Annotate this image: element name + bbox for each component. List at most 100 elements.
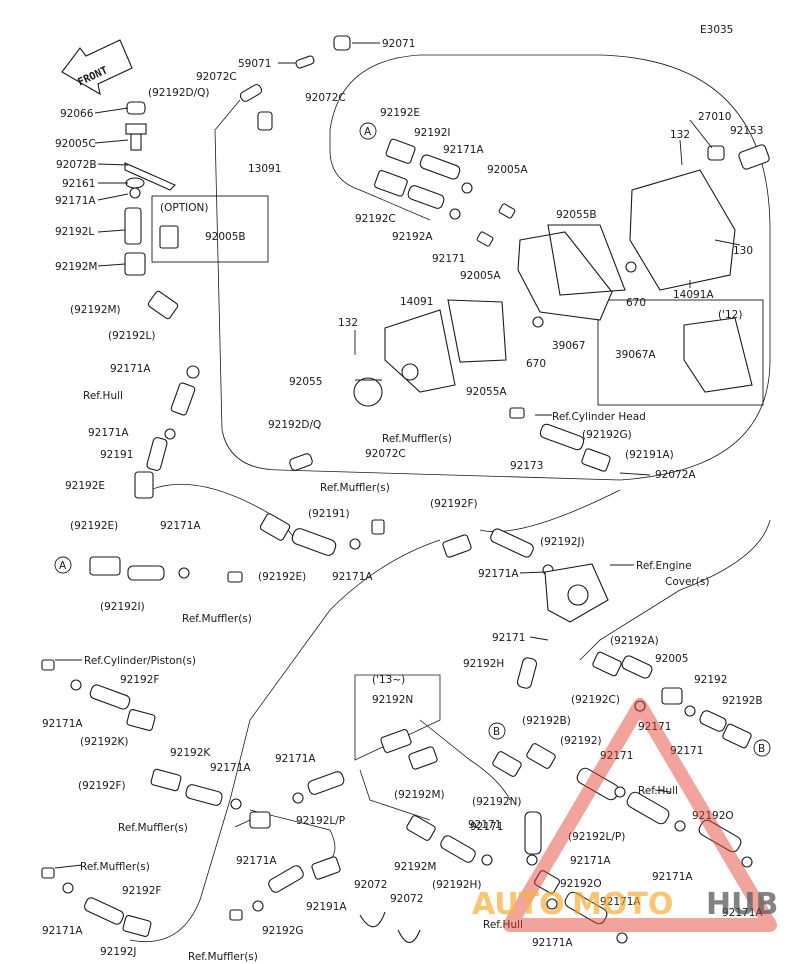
marker-b-mid: B xyxy=(493,726,500,738)
label-92171a-3: 92171A xyxy=(110,363,151,375)
label-92192i-1: 92192I xyxy=(414,127,451,139)
year-12-box xyxy=(597,299,764,406)
label-92171a-13: 92171A xyxy=(600,896,641,908)
label-92192g-1: (92192G) xyxy=(582,429,632,441)
label-92005b: 92005B xyxy=(205,231,246,243)
marker-circles: A A B B xyxy=(54,122,771,757)
label-92192l-1: 92192L xyxy=(55,226,94,238)
label-92055b: 92055B xyxy=(556,209,597,221)
year-12-label: ('12) xyxy=(718,309,742,321)
label-92192c-1: 92192C xyxy=(355,213,396,225)
label-92173: 92173 xyxy=(510,460,543,472)
label-92072c-a: 92072C xyxy=(196,71,237,83)
label-92192-2: (92192) xyxy=(560,735,602,747)
leader-lines xyxy=(54,42,741,869)
label-92072-2: 92072 xyxy=(390,893,423,905)
label-92192o-1: 92192O xyxy=(692,810,734,822)
label-92171a-4: 92171A xyxy=(88,427,129,439)
label-92191a-1: (92191A) xyxy=(625,449,674,461)
label-92005a-1: 92005A xyxy=(487,164,528,176)
marker-a-top: A xyxy=(364,126,372,138)
label-92171a-7: 92171A xyxy=(478,568,519,580)
label-92192j-2: 92192J xyxy=(100,946,137,958)
label-92005c: 92005C xyxy=(55,138,96,150)
label-670-1: 670 xyxy=(626,297,646,309)
year-13-label: ('13~) xyxy=(372,674,405,686)
label-92192j-1: (92192J) xyxy=(540,536,585,548)
label-39067a: 39067A xyxy=(615,349,656,361)
marker-a-left: A xyxy=(59,560,67,572)
label-92171a-10: 92171A xyxy=(275,753,316,765)
label-27010: 27010 xyxy=(698,111,731,123)
watermark-auto: AUTO xyxy=(472,887,565,922)
label-92192n-2: (92192N) xyxy=(472,796,521,808)
ref-hull-3: Ref.Hull xyxy=(483,919,523,931)
label-92192lp-1: 92192L/P xyxy=(296,815,345,827)
ref-muffler-3: Ref.Muffler(s) xyxy=(182,613,252,625)
label-92192m-2: (92192M) xyxy=(70,304,121,316)
cover-assembly-12 xyxy=(683,317,753,393)
label-92055: 92055 xyxy=(289,376,322,388)
front-arrow: FRONT xyxy=(61,39,133,96)
label-132-1: 132 xyxy=(670,129,690,141)
label-92192e-4: (92192E) xyxy=(258,571,306,583)
label-92171a-5: 92171A xyxy=(160,520,201,532)
label-92192k-1: (92192K) xyxy=(80,736,128,748)
cover-assembly-right xyxy=(517,144,770,328)
option-box-label: (OPTION) xyxy=(160,202,208,214)
label-92171-2: 92171 xyxy=(492,632,525,644)
label-92192m-4: 92192M xyxy=(394,861,436,873)
label-92192f-3: (92192F) xyxy=(78,780,126,792)
label-92192e-2: 92192E xyxy=(65,480,105,492)
label-92171-1: 92171 xyxy=(432,253,465,265)
ref-cylinder-head: Ref.Cylinder Head xyxy=(552,411,646,423)
label-92005: 92005 xyxy=(655,653,688,665)
ref-muffler-5: Ref.Muffler(s) xyxy=(80,861,150,873)
label-92191-1: 92191 xyxy=(100,449,133,461)
label-92192m-1: 92192M xyxy=(55,261,97,273)
label-92171a-12: 92171A xyxy=(652,871,693,883)
label-92072-1: 92072 xyxy=(354,879,387,891)
label-92192l-2: (92192L) xyxy=(108,330,155,342)
label-92192m-3: (92192M) xyxy=(394,789,445,801)
watermark-moto: MOTO xyxy=(572,887,673,922)
label-92171a-2: 92171A xyxy=(443,144,484,156)
label-92171a-11: 92171A xyxy=(570,855,611,867)
label-132-2: 132 xyxy=(338,317,358,329)
label-92072b: 92072B xyxy=(56,159,97,171)
ref-engine-2: Cover(s) xyxy=(665,576,709,588)
label-59071: 59071 xyxy=(238,58,271,70)
ref-muffler-6: Ref.Muffler(s) xyxy=(188,951,258,963)
ref-engine-1: Ref.Engine xyxy=(636,560,692,572)
label-92192e-1: 92192E xyxy=(380,107,420,119)
label-130: 130 xyxy=(733,245,753,257)
label-92171-7: 92171 xyxy=(470,821,503,833)
top-left-parts xyxy=(124,101,179,249)
label-92072c-c: 92072C xyxy=(365,448,406,460)
label-92171-5: 92171 xyxy=(670,745,703,757)
label-92171a-16: 92171A xyxy=(42,925,83,937)
ref-muffler-1: Ref.Muffler(s) xyxy=(382,433,452,445)
label-92191-2: (92191) xyxy=(308,508,350,520)
outline-13-box xyxy=(354,674,441,761)
ref-muffler-4: Ref.Muffler(s) xyxy=(118,822,188,834)
label-92161: 92161 xyxy=(62,178,95,190)
engine-cover-part xyxy=(544,563,609,623)
cover-assembly-mid xyxy=(353,299,507,407)
label-92192o-2: 92192O xyxy=(560,878,602,890)
fittings xyxy=(41,35,683,944)
label-92171a-17: 92171A xyxy=(236,855,277,867)
watermark-hub: HUB xyxy=(706,887,778,922)
label-92192dq-b: 92192D/Q xyxy=(268,419,321,431)
label-92192e-3: (92192E) xyxy=(70,520,118,532)
label-92171a-9: 92171A xyxy=(210,762,251,774)
label-14091a: 14091A xyxy=(673,289,714,301)
label-92192f-1: (92192F) xyxy=(430,498,478,510)
ref-hull-2: Ref.Hull xyxy=(638,785,678,797)
label-92171a-6: 92171A xyxy=(332,571,373,583)
label-92192n-1: 92192N xyxy=(372,694,413,706)
label-92171a-15: 92171A xyxy=(532,937,573,949)
watermark-logo: AUTO MOTO HUB xyxy=(472,698,778,932)
